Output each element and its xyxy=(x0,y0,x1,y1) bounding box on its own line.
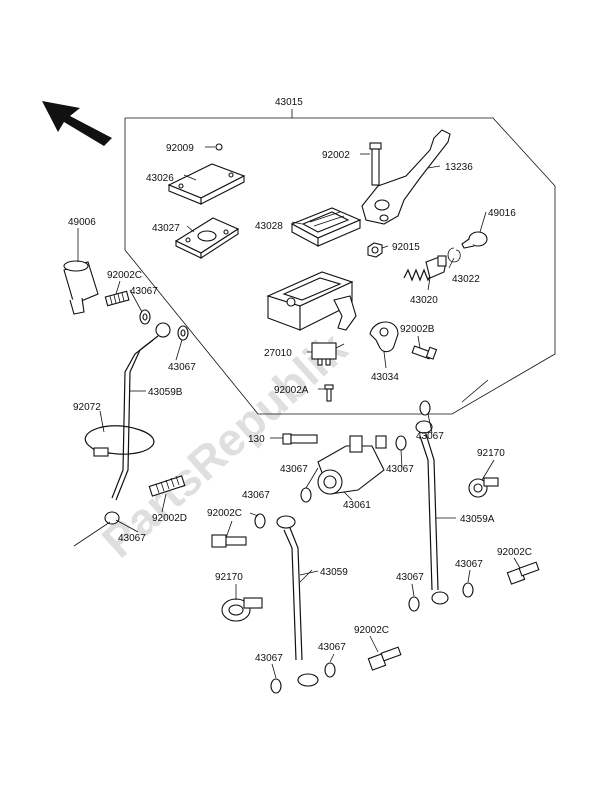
washer-b xyxy=(177,325,189,341)
label-92002C-mid: 92002C xyxy=(207,508,242,519)
brake-hose-b xyxy=(73,322,171,547)
label-43061: 43061 xyxy=(343,500,371,511)
label-27010: 27010 xyxy=(264,348,292,359)
dust-boot xyxy=(461,231,488,249)
label-43067-fitting-right: 43067 xyxy=(386,464,414,475)
label-49016: 49016 xyxy=(488,208,516,219)
washer-a xyxy=(139,309,151,325)
circlip xyxy=(447,247,461,263)
master-cylinder-body xyxy=(266,271,357,331)
hose-guide-b xyxy=(221,597,263,622)
brake-hose xyxy=(276,515,319,687)
label-92002D: 92002D xyxy=(152,513,187,524)
washer-d xyxy=(395,435,407,451)
washer-e xyxy=(419,400,431,416)
label-43067-right-mid: 43067 xyxy=(455,559,483,570)
washer-c xyxy=(300,487,312,503)
label-43020: 43020 xyxy=(410,295,438,306)
banjo-cover-cap xyxy=(63,260,99,315)
clamp-bolt-b xyxy=(411,345,438,360)
bolt-130 xyxy=(282,433,318,445)
label-43067-hose-b: 43067 xyxy=(168,362,196,373)
leader-lines xyxy=(77,146,521,679)
label-92170-top: 92170 xyxy=(477,448,505,459)
label-43059: 43059 xyxy=(320,567,348,578)
label-43067-bottom-left: 43067 xyxy=(255,653,283,664)
label-43067-bottom-mid: 43067 xyxy=(318,642,346,653)
label-13236: 13236 xyxy=(445,162,473,173)
washer-f xyxy=(254,513,266,529)
washer-i xyxy=(270,678,282,694)
label-92002C-right: 92002C xyxy=(497,547,532,558)
brake-lever xyxy=(361,129,451,225)
label-92170-bottom: 92170 xyxy=(215,572,243,583)
label-43067-top: 43067 xyxy=(130,286,158,297)
label-92072: 92072 xyxy=(73,402,101,413)
label-43015: 43015 xyxy=(275,97,303,108)
label-92002B: 92002B xyxy=(400,324,435,335)
assembly-frame xyxy=(124,117,556,415)
label-92002C-top: 92002C xyxy=(107,270,142,281)
front-direction-arrow-icon xyxy=(42,101,112,146)
label-43059A: 43059A xyxy=(460,514,495,525)
label-92009: 92009 xyxy=(166,143,194,154)
hose-guide-a xyxy=(468,477,499,498)
reservoir-cap xyxy=(167,163,246,205)
clamp-holder xyxy=(369,321,399,353)
three-way-fitting xyxy=(317,435,387,495)
label-43067-right-low: 43067 xyxy=(396,572,424,583)
label-130: 130 xyxy=(248,434,265,445)
label-49006: 49006 xyxy=(68,217,96,228)
label-43028: 43028 xyxy=(255,221,283,232)
label-43067-mid-left: 43067 xyxy=(242,490,270,501)
label-92002C-bottom: 92002C xyxy=(354,625,389,636)
reservoir-plate xyxy=(174,217,240,260)
label-43067-bottom-hose-b: 43067 xyxy=(118,533,146,544)
label-92002A: 92002A xyxy=(274,385,309,396)
union-bolt-d xyxy=(148,475,186,497)
switch-screw-a xyxy=(324,384,334,402)
hose-clamp xyxy=(84,425,155,457)
banjo-bolt-c4 xyxy=(367,646,402,671)
banjo-bolt-c1 xyxy=(104,290,130,307)
label-43026: 43026 xyxy=(146,173,174,184)
pivot-nut xyxy=(367,242,383,258)
pivot-bolt xyxy=(369,142,382,186)
reservoir-screw xyxy=(210,143,223,151)
banjo-bolt-c3 xyxy=(506,561,540,585)
piston-spring xyxy=(403,255,447,282)
washer-j xyxy=(324,662,336,678)
label-43059B: 43059B xyxy=(148,387,183,398)
label-43067-top-right: 43067 xyxy=(416,431,444,442)
label-92015: 92015 xyxy=(392,242,420,253)
brake-light-switch xyxy=(311,342,345,366)
washer-g xyxy=(408,596,420,612)
label-43022: 43022 xyxy=(452,274,480,285)
diaphragm xyxy=(290,207,362,247)
washer-h xyxy=(462,582,474,598)
label-43067-fitting-left: 43067 xyxy=(280,464,308,475)
label-43027: 43027 xyxy=(152,223,180,234)
brake-hose-a xyxy=(415,379,489,605)
banjo-bolt-c2 xyxy=(211,534,247,548)
label-92002: 92002 xyxy=(322,150,350,161)
label-43034: 43034 xyxy=(371,372,399,383)
